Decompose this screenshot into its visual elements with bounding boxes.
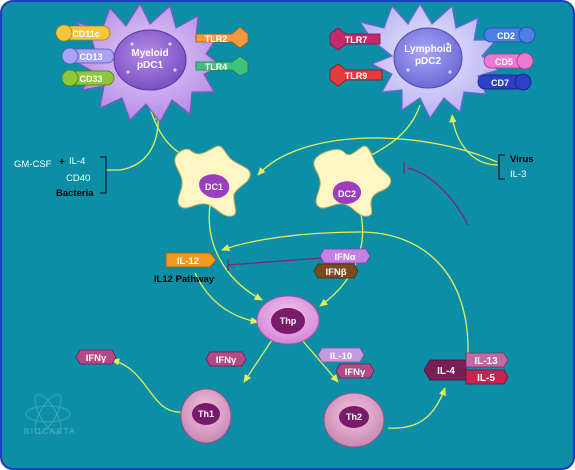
- bracket-right: [498, 154, 505, 180]
- th1-cell: Th1: [180, 388, 232, 444]
- inhibit-il4-to-dc2: [407, 167, 469, 226]
- dc1-cell: DC1: [174, 145, 251, 217]
- bacteria-label: Bacteria: [56, 188, 94, 199]
- thp-nucleus: [271, 308, 305, 334]
- virus-label: Virus: [510, 154, 534, 165]
- dc2-body: [313, 145, 392, 217]
- tlr7-label: TLR7: [345, 35, 368, 45]
- arrow-dc1-to-thp: [208, 204, 263, 301]
- lymphoid-nucleus: [393, 27, 463, 89]
- lymphoid-label-line1: Lymphoid: [404, 44, 451, 55]
- tlr9-label: TLR9: [345, 71, 368, 81]
- il4-stim-label: IL-4: [69, 156, 85, 167]
- cd2-label: CD2: [497, 31, 515, 41]
- tlr2-label: TLR2: [205, 34, 228, 44]
- arrow-th2-to-il4: [387, 387, 446, 429]
- il5-label: IL-5: [477, 373, 495, 384]
- gmcsf-label: GM-CSF: [14, 159, 52, 170]
- dc2-label: DC2: [338, 189, 356, 199]
- ifn-gamma-thp-pill: IFNγ: [205, 351, 247, 367]
- biocarta-text: BIOCARTA: [24, 427, 76, 436]
- il4-pill: IL-4: [423, 359, 467, 381]
- cd40-label: CD40: [66, 173, 90, 184]
- arrow-thp-to-th2: [301, 339, 339, 383]
- th1-nucleus: [192, 403, 220, 425]
- cd5-label: CD5: [495, 57, 513, 67]
- receptor-tlr9: TLR9: [329, 63, 383, 87]
- il10-label: IL-10: [330, 351, 352, 362]
- arrow-il4-to-il12: [221, 231, 469, 356]
- receptor-cd7: CD7: [477, 73, 532, 91]
- inhibit-group: [227, 162, 469, 271]
- arrow-group: [106, 104, 499, 429]
- thp-label: Thp: [280, 316, 297, 326]
- arrow-stimuli-to-myeloid: [106, 111, 163, 171]
- biocarta-logo: BIOCARTA: [24, 394, 76, 436]
- stimuli-right: Virus IL-3: [498, 154, 534, 180]
- myeloid-label-line2: pDC1: [137, 60, 164, 71]
- arrow-il12-to-thp: [194, 272, 259, 325]
- lymphoid-pdc2-cell: Lymphoid pDC2: [358, 2, 500, 120]
- myeloid-pdc1-cell: Myeloid pDC1: [74, 2, 224, 124]
- stimuli-left: GM-CSF + IL-4 CD40 Bacteria: [14, 156, 107, 199]
- il12-label: IL-12: [177, 256, 199, 267]
- cd13-label: CD13: [79, 52, 102, 62]
- receptor-tlr4: TLR4: [195, 55, 249, 77]
- receptor-cd13: CD13: [61, 47, 115, 65]
- cd7-label: CD7: [491, 78, 509, 88]
- cd33-label: CD33: [79, 74, 102, 84]
- arrow-virus-to-dc1: [257, 137, 498, 176]
- il13-pill: IL-13: [465, 352, 509, 368]
- th2-label: Th2: [346, 412, 362, 422]
- il3-stim-label: IL-3: [510, 169, 526, 180]
- il12-pill: IL-12: [165, 252, 217, 268]
- arrow-th1-to-ifng: [111, 358, 184, 413]
- inhibit-ifna-to-il12: [227, 257, 323, 266]
- receptor-cd33: CD33: [61, 69, 115, 87]
- arrow-thp-to-th1: [243, 339, 273, 383]
- dc1-nucleus: [199, 174, 230, 198]
- receptor-tlr7: TLR7: [329, 27, 381, 51]
- myeloid-receptors: CD11c CD13 CD33 TLR2 TLR4: [55, 24, 249, 87]
- bracket-left: [100, 156, 107, 194]
- ifn-gamma-thp-label: IFNγ: [216, 355, 237, 366]
- ifn-gamma-th2-label: IFNγ: [345, 367, 366, 378]
- receptor-cd5: CD5: [483, 52, 534, 70]
- receptor-tlr2: TLR2: [195, 26, 249, 49]
- arrow-virus-to-lymphoid: [449, 114, 499, 166]
- receptor-cd2: CD2: [483, 26, 536, 44]
- th2-cell: Th2: [323, 392, 385, 448]
- il10-pill: IL-10: [317, 347, 365, 363]
- ifn-gamma-far-label: IFNγ: [86, 353, 107, 364]
- thp-cell: Thp: [256, 295, 320, 345]
- dc2-nucleus: [332, 181, 362, 204]
- receptor-cd11c: CD11c: [55, 24, 111, 42]
- myeloid-label-line1: Myeloid: [131, 48, 168, 59]
- il4-label: IL-4: [437, 366, 455, 377]
- lymphoid-receptors: TLR7 TLR9 CD2 CD5 CD7: [329, 26, 536, 91]
- dc2-cell: DC2: [313, 145, 392, 217]
- cd11c-label: CD11c: [72, 29, 100, 39]
- ifn-alpha-pill: IFNα: [319, 248, 371, 264]
- th1-label: Th1: [198, 409, 214, 419]
- lymphoid-label-line2: pDC2: [415, 56, 442, 67]
- ifn-gamma-far-pill: IFNγ: [75, 349, 117, 365]
- il13-label: IL-13: [474, 356, 498, 367]
- il12-pathway-label: IL12 Pathway: [154, 274, 215, 285]
- dc1-label: DC1: [205, 182, 223, 192]
- ifn-alpha-label: IFNα: [334, 252, 355, 263]
- plus-sign: +: [59, 157, 65, 168]
- tlr4-label: TLR4: [205, 62, 228, 72]
- ifn-gamma-th2-pill: IFNγ: [335, 363, 375, 379]
- ifn-beta-pill: IFNβ: [313, 263, 359, 279]
- ifn-beta-label: IFNβ: [325, 267, 346, 278]
- il5-pill: IL-5: [465, 369, 509, 385]
- th2-nucleus: [339, 406, 369, 428]
